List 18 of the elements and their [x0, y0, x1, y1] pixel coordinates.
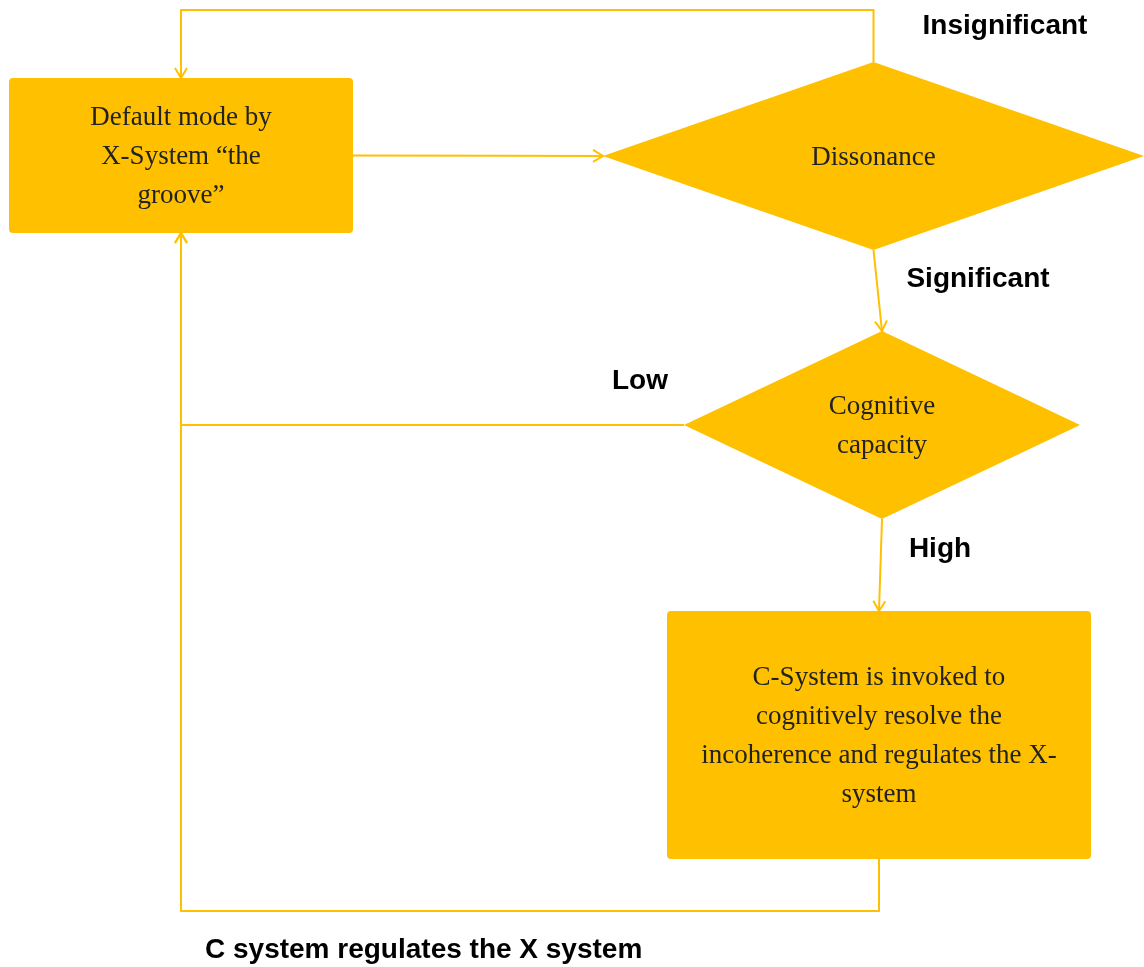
- edge-label: Insignificant: [922, 11, 1088, 39]
- node-text: Dissonance: [811, 139, 936, 173]
- node-text: C-System is invoked to cognitively resolve the incoherence and regulates the X-system: [700, 660, 1058, 810]
- arrow: [352, 149, 604, 163]
- edge-label: High: [908, 534, 972, 562]
- arrow: [174, 9, 875, 79]
- process-box: [9, 78, 353, 233]
- node-text: Default mode by X-System “the groove”: [89, 100, 273, 211]
- process-box: [667, 611, 1091, 859]
- arrow: [174, 232, 880, 912]
- edge-label: Significant: [906, 264, 1050, 292]
- decision-diamond: [684, 331, 1080, 519]
- decision-diamond: [603, 62, 1144, 250]
- arrow: [872, 518, 887, 612]
- edge-label: Low: [612, 366, 668, 394]
- arrow: [872, 249, 888, 332]
- node-text: Cognitive capacity: [827, 389, 937, 461]
- caption-text: C system regulates the X system: [205, 935, 643, 963]
